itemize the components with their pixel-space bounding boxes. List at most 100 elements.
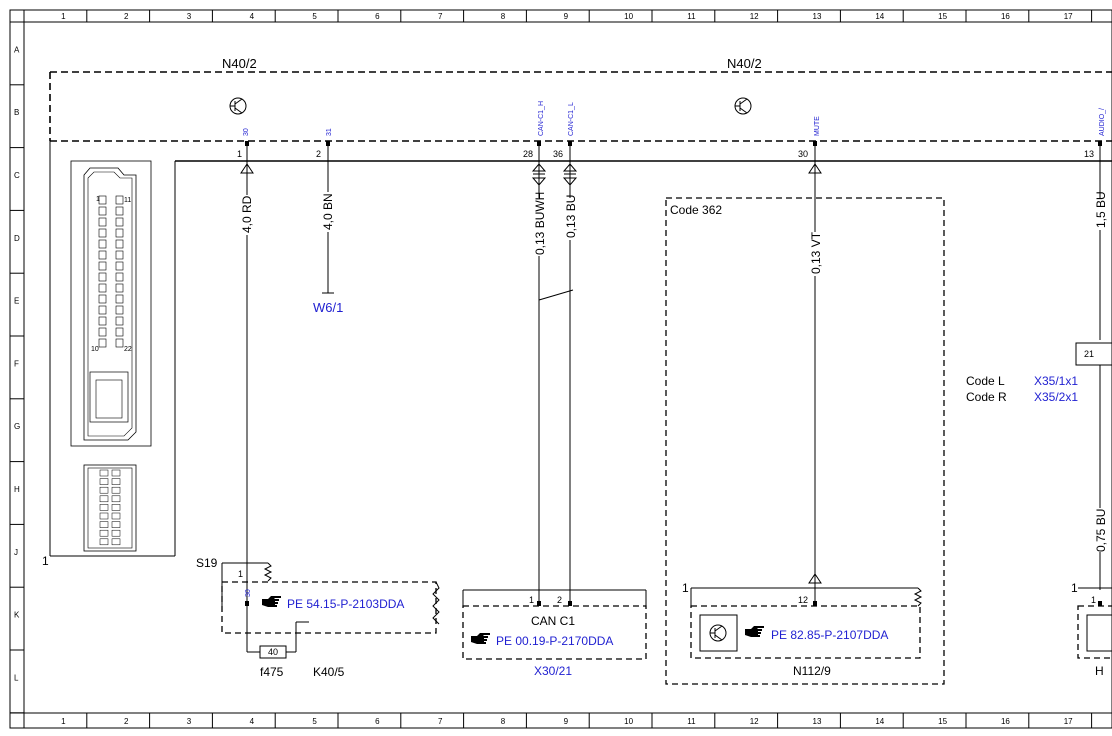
connector-pin-22-label: 22 <box>124 346 132 353</box>
row-index-label: E <box>14 297 19 306</box>
s19-pin-1: 1 <box>238 569 243 579</box>
column-index-label: 11 <box>687 12 696 21</box>
n40-label-right: N40/2 <box>727 56 762 71</box>
column-index-label: 7 <box>438 12 443 21</box>
connector-face-drawing: 1 11 10 22 <box>70 160 152 447</box>
code-362-boundary <box>665 197 945 685</box>
x30-21-link[interactable]: X30/21 <box>534 664 572 678</box>
pin-13-number: 13 <box>1084 149 1094 159</box>
right-edge-h-label: H <box>1095 664 1104 678</box>
column-index-label: 15 <box>938 12 947 21</box>
pe-82-85-reference-link[interactable]: PE 82.85-P-2107DDA <box>771 628 888 642</box>
x30-pin-1: 1 <box>529 595 534 605</box>
pin-terminal <box>1098 601 1102 606</box>
signal-30-lower-label: 30 <box>245 589 252 597</box>
x30-pin-2: 2 <box>557 595 562 605</box>
column-index-label: 5 <box>312 12 317 21</box>
column-index-label: 16 <box>1001 717 1010 726</box>
pe-54-15-reference-link[interactable]: PE 54.15-P-2103DDA <box>287 597 404 611</box>
column-index-label: 13 <box>813 717 822 726</box>
right-pin-1: 1 <box>1091 595 1096 605</box>
column-index-label: 1 <box>61 717 66 726</box>
right-connector-21 <box>1075 342 1112 366</box>
column-index-label: 10 <box>624 717 633 726</box>
transistor-icon <box>734 97 752 115</box>
column-index-label: 6 <box>375 12 380 21</box>
pointing-hand-icon <box>471 633 490 644</box>
signal-can-l-label: CAN-C1_L <box>568 102 575 136</box>
connector-housing <box>49 141 1112 557</box>
wire-4-0-bn-label: 4,0 BN <box>321 193 335 230</box>
pin-terminal <box>326 141 330 146</box>
x30-21-block <box>462 589 647 660</box>
column-index-label: 4 <box>250 717 255 726</box>
pe-00-19-reference-link[interactable]: PE 00.19-P-2170DDA <box>496 634 613 648</box>
small-connector-drawing <box>83 464 137 552</box>
row-index-label: L <box>14 673 19 682</box>
column-index-ticks: 1122334455667788991010111112121313141415… <box>23 10 1093 728</box>
column-index-label: 14 <box>875 12 884 21</box>
column-index-label: 11 <box>687 717 696 726</box>
pin-2-number: 2 <box>316 149 321 159</box>
row-index-label: D <box>14 234 20 243</box>
column-index-label: 10 <box>624 12 633 21</box>
x35-2x1-link[interactable]: X35/2x1 <box>1034 390 1078 404</box>
x35-1x1-link[interactable]: X35/1x1 <box>1034 374 1078 388</box>
wire-4-0-rd-label: 4,0 RD <box>240 195 254 233</box>
row-index-label: C <box>14 171 20 180</box>
signal-mute-label: MUTE <box>814 116 821 136</box>
column-index-label: 12 <box>750 717 759 726</box>
column-index-label: 7 <box>438 717 443 726</box>
column-index-label: 5 <box>312 717 317 726</box>
wire-0-13-bu-label: 0,13 BU <box>564 195 578 238</box>
right-connector-number: 1 <box>1071 581 1078 595</box>
n40-housing-outline <box>49 71 1112 142</box>
pointing-hand-icon <box>745 626 764 637</box>
wire-0-13-vt-label: 0,13 VT <box>809 231 823 274</box>
pin-28-number: 28 <box>523 149 533 159</box>
column-index-label: 4 <box>250 12 255 21</box>
connector-number-label: 1 <box>42 554 49 568</box>
column-index-label: 2 <box>124 12 129 21</box>
column-index-label: 2 <box>124 717 129 726</box>
column-index-label: 8 <box>501 12 506 21</box>
s19-label: S19 <box>196 556 218 570</box>
n40-label-left: N40/2 <box>222 56 257 71</box>
column-index-label: 12 <box>750 12 759 21</box>
signal-audio-label: AUDIO_/ <box>1099 108 1106 136</box>
w6-1-ground-link[interactable]: W6/1 <box>313 300 343 315</box>
pin-terminal <box>813 141 817 146</box>
wire-0-13-vt <box>808 161 822 606</box>
transistor-icon <box>709 624 727 642</box>
column-index-label: 3 <box>187 12 192 21</box>
row-index-label: A <box>14 45 20 54</box>
pin-36-number: 36 <box>553 149 563 159</box>
column-index-label: 8 <box>501 717 506 726</box>
can-c1-label: CAN C1 <box>531 614 575 628</box>
wire-0-13-buwh-label: 0,13 BUWH <box>533 192 547 255</box>
wire-4-0-rd <box>240 161 254 648</box>
signal-30-label: 30 <box>243 128 250 136</box>
row-index-label: K <box>14 611 20 620</box>
column-index-label: 6 <box>375 717 380 726</box>
pin-stubs <box>245 141 1102 606</box>
wire-1-5-bu-label: 1,5 BU <box>1094 191 1108 228</box>
column-index-label: 17 <box>1064 12 1073 21</box>
row-index-label: G <box>14 422 20 431</box>
pointing-hand-icon <box>262 596 281 607</box>
row-index-label: J <box>14 548 18 557</box>
n112-9-label: N112/9 <box>793 664 831 678</box>
column-index-label: 3 <box>187 717 192 726</box>
right-edge-block <box>1077 587 1112 659</box>
column-index-label: 13 <box>813 12 822 21</box>
pin-terminal <box>245 141 249 146</box>
pin-terminal <box>1098 141 1102 146</box>
code-l-label: Code L <box>966 374 1005 388</box>
code-362-label: Code 362 <box>670 203 722 217</box>
connector-pin-10-label: 10 <box>91 346 99 353</box>
n112-connector-number: 1 <box>682 581 689 595</box>
pin-terminal <box>568 141 572 146</box>
n112-pin-12: 12 <box>798 595 808 605</box>
row-index-label: H <box>14 485 20 494</box>
